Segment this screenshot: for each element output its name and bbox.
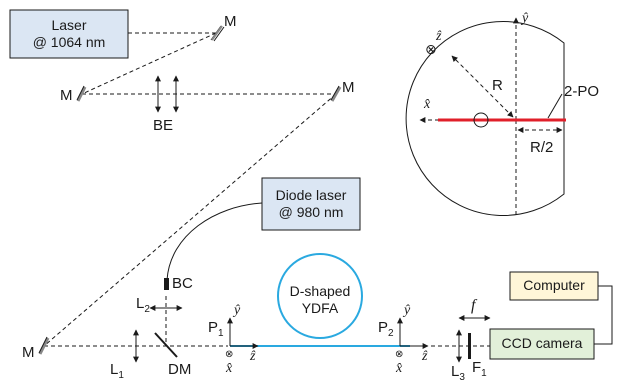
inset-z-label: ẑ (436, 29, 442, 44)
mirror-label: M (342, 79, 355, 96)
filter-1-base: F (472, 359, 482, 376)
two-po-leader (547, 93, 563, 119)
plane-1-sub: 1 (218, 328, 224, 339)
laser-box (9, 9, 129, 59)
inset-into-page-symbol: ⊗ (425, 41, 437, 57)
mirror (38, 336, 50, 355)
half-radius-label: R/2 (530, 139, 554, 156)
p2-y-label: ŷ (404, 303, 411, 318)
focal-length-label: f (471, 297, 476, 314)
dichroic-mirror-label: DM (168, 361, 192, 378)
computer-label: Computer (510, 272, 598, 300)
diode-label: Diode laser @ 980 nm (262, 178, 360, 230)
filter-1-sub: 1 (481, 368, 487, 379)
lens-3-base: L (451, 363, 460, 380)
computer-text: Computer (523, 277, 585, 294)
p2-x-label: x̂ (396, 361, 403, 376)
plane-2-label: P2 (378, 320, 394, 339)
ccd-text: CCD camera (501, 335, 583, 352)
radius-arrow (451, 55, 514, 118)
mirror (210, 25, 225, 42)
plane-2-sub: 2 (388, 328, 394, 339)
fiber-label-line1: D-shaped (289, 282, 351, 299)
fiber-coil (277, 253, 363, 339)
lens-3-sub: 3 (459, 372, 465, 383)
beam-combiner-mark (164, 278, 169, 290)
fiber-label: D-shaped YDFA (276, 280, 364, 320)
mirror (330, 85, 342, 102)
diode-name: Diode laser (275, 186, 347, 203)
computer-camera-cable (594, 285, 613, 345)
mirror-label: M (224, 13, 237, 30)
fiber-label-line2: YDFA (301, 300, 339, 316)
p1-into-page-symbol: ⊗ (225, 349, 234, 360)
dichroic-mirror (154, 332, 178, 358)
diode-fiber-lead (166, 202, 263, 281)
filter-1 (468, 333, 471, 359)
plane-1-base: P (208, 319, 219, 336)
mirror (76, 85, 87, 102)
lens-1-sub: 1 (118, 370, 124, 381)
p1-x-label: x̂ (226, 361, 233, 376)
mirror-label: M (60, 87, 73, 104)
laser-label: Laser @ 1064 nm (10, 10, 128, 58)
filter-1-label: F1 (472, 360, 487, 379)
two-po-label: 2-PO (564, 83, 600, 100)
laser-wavelength: @ 1064 nm (32, 34, 106, 50)
p1-y-label: ŷ (234, 303, 241, 318)
diode-wavelength: @ 980 nm (278, 204, 344, 220)
p2-z-label: ẑ (422, 349, 428, 364)
computer-box (509, 271, 599, 301)
p2-into-page-symbol: ⊗ (395, 349, 404, 360)
inset-x-label: x̂ (424, 97, 431, 112)
mirror-label: M (22, 344, 35, 361)
plane-1-label: P1 (208, 320, 224, 339)
beam-combiner-label: BC (172, 275, 193, 292)
lens-2-base: L (136, 295, 145, 312)
lens-1-label: L1 (110, 362, 124, 381)
inset-y-label: ŷ (522, 11, 529, 26)
radius-label: R (492, 77, 503, 94)
lens-2-label: L2 (136, 296, 150, 315)
lens-3-label: L3 (451, 364, 465, 383)
p1-z-label: ẑ (250, 349, 256, 364)
beam-expander-label: BE (153, 117, 174, 134)
laser-name: Laser (51, 16, 87, 33)
plane-2-base: P (378, 319, 389, 336)
ccd-label: CCD camera (490, 329, 594, 359)
lens-1-base: L (110, 361, 119, 378)
lens-2-sub: 2 (144, 304, 150, 315)
diode-laser-box (261, 177, 361, 231)
